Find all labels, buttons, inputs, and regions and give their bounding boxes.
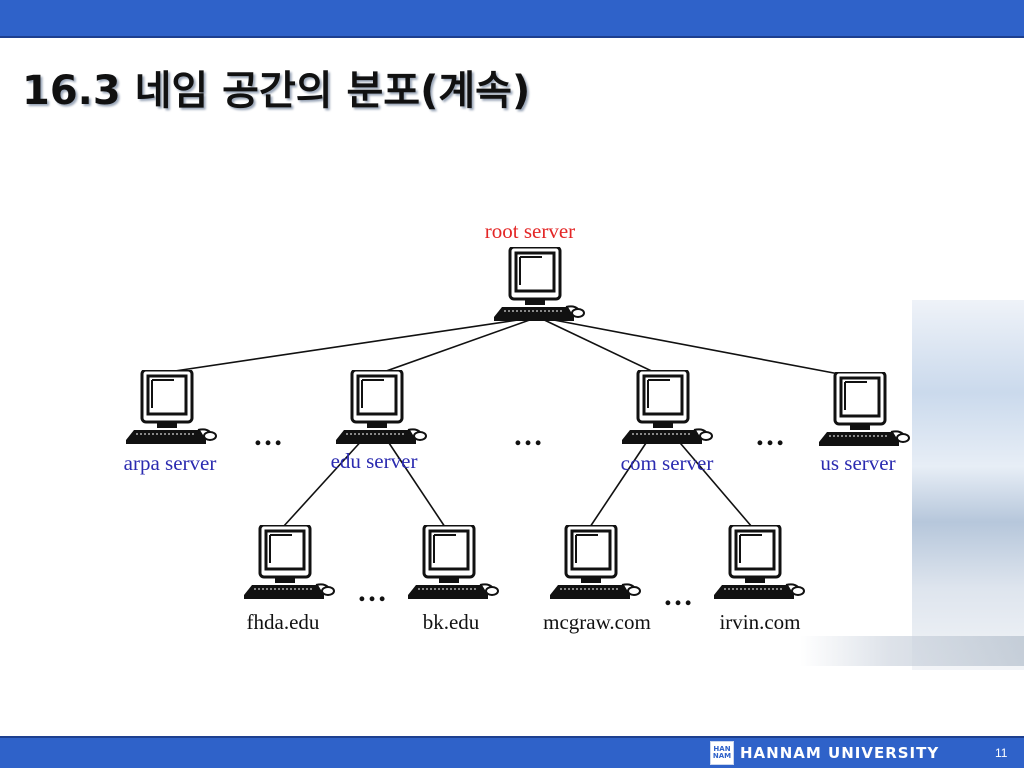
computer-icon <box>492 247 586 323</box>
background-decoration-bottom <box>800 636 1024 666</box>
logo-text: HANNAM UNIVERSITY <box>740 744 940 762</box>
bottom-bar-divider <box>0 736 1024 738</box>
node-bk: bk.edu <box>406 525 500 634</box>
logo-emblem: HAN NAM <box>710 741 734 765</box>
ellipsis-1: … <box>253 419 283 452</box>
edge-edu-fhda <box>282 436 366 528</box>
edge-root-arpa <box>147 316 539 376</box>
background-decoration <box>912 300 1024 670</box>
arpa-label: arpa server <box>124 451 217 475</box>
us-label: us server <box>820 451 895 475</box>
ellipsis-4: … <box>357 575 387 608</box>
computer-icon <box>548 525 642 601</box>
node-irvin: irvin.com <box>712 525 806 634</box>
top-bar <box>0 0 1024 36</box>
node-fhda: fhda.edu <box>242 525 336 634</box>
computer-icon <box>620 370 714 446</box>
ellipsis-2: … <box>513 419 543 452</box>
node-us: us server <box>817 372 911 475</box>
computer-icon <box>817 372 911 448</box>
node-root: root server <box>485 219 586 323</box>
edge-root-edu <box>374 316 539 376</box>
edge-com-mcgraw <box>589 436 651 528</box>
edges-level2 <box>282 436 753 528</box>
computer-icon <box>712 525 806 601</box>
edge-root-com <box>537 316 661 376</box>
page-number: 11 <box>995 746 1008 760</box>
computer-icon <box>124 370 218 446</box>
diagram-canvas: root server arpa server edu server com s… <box>124 219 911 634</box>
fhda-label: fhda.edu <box>247 610 320 634</box>
mcgraw-label: mcgraw.com <box>543 610 651 634</box>
footer-bar <box>0 738 1024 768</box>
bk-label: bk.edu <box>423 610 480 634</box>
edge-edu-bk <box>384 436 446 528</box>
edge-com-irvin <box>674 436 753 528</box>
top-bar-divider <box>0 36 1024 38</box>
com-label: com server <box>621 451 714 475</box>
irvin-label: irvin.com <box>719 610 800 634</box>
edges-root <box>147 316 856 378</box>
node-mcgraw: mcgraw.com <box>543 525 651 634</box>
ellipsis-5: … <box>663 579 693 612</box>
university-logo: HAN NAM HANNAM UNIVERSITY <box>710 741 939 765</box>
dns-hierarchy-diagram: root server arpa server edu server com s… <box>100 205 915 640</box>
computer-icon <box>242 525 336 601</box>
edu-label: edu server <box>331 449 418 473</box>
root-label: root server <box>485 219 575 243</box>
ellipsis-3: … <box>755 419 785 452</box>
edge-root-us <box>537 316 856 378</box>
slide-title: 16.3 네임 공간의 분포(계속) <box>22 68 531 114</box>
node-edu: edu server <box>331 370 428 473</box>
computer-icon <box>406 525 500 601</box>
node-com: com server <box>620 370 714 475</box>
computer-icon <box>334 370 428 446</box>
node-arpa: arpa server <box>124 370 218 475</box>
